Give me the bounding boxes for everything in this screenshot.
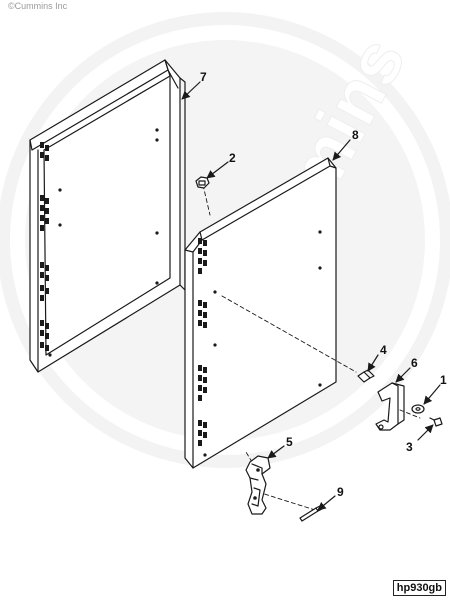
callout-8: 8 [352, 128, 359, 142]
copyright-notice: ©Cummins Inc [8, 1, 68, 11]
callout-1: 1 [440, 373, 447, 387]
callout-4: 4 [380, 343, 387, 357]
nut-2 [195, 176, 210, 189]
leader-4 [367, 354, 379, 372]
drawing-id-label: hp930gb [392, 580, 446, 596]
stud-4 [357, 369, 375, 383]
leader-9 [317, 495, 336, 511]
bracket-6 [375, 382, 405, 431]
callout-5: 5 [286, 435, 293, 449]
leader-2 [206, 161, 229, 179]
leader-1 [423, 384, 441, 405]
leader-5 [267, 445, 285, 459]
callout-3: 3 [406, 440, 413, 454]
leader-7 [181, 81, 201, 100]
callout-7: 7 [200, 70, 207, 84]
washer-1 [411, 404, 425, 414]
leader-6 [395, 367, 411, 383]
leader-3 [417, 424, 434, 441]
screw-3 [429, 417, 443, 427]
latch-5 [245, 455, 271, 515]
door-panel-8 [184, 157, 337, 469]
callout-2: 2 [229, 151, 236, 165]
pin-9 [299, 505, 323, 522]
leader-8 [332, 139, 351, 161]
callout-9: 9 [337, 485, 344, 499]
callout-6: 6 [411, 356, 418, 370]
panel-frame-7 [29, 59, 186, 373]
